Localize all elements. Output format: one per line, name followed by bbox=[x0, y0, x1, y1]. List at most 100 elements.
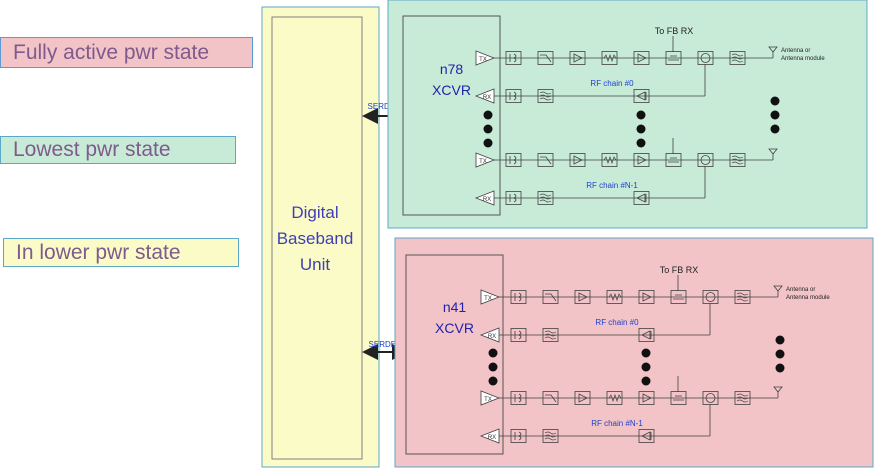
serdes-label-n41: SERDES bbox=[369, 340, 402, 349]
xcvr-band-label: n41 bbox=[443, 299, 467, 315]
rx-block-bal bbox=[505, 191, 522, 205]
tx-block-amp-symbol bbox=[578, 292, 588, 302]
tx-block-filt-symbol-1 bbox=[731, 158, 744, 162]
rx-block-filt-symbol-0 bbox=[544, 330, 557, 334]
rx-label: RX bbox=[483, 95, 491, 101]
ellipsis-dot bbox=[636, 124, 646, 134]
tx-block-bal bbox=[505, 153, 522, 167]
rx-block-filt-symbol-0 bbox=[544, 431, 557, 435]
tx-block-amp bbox=[633, 51, 650, 65]
ellipsis-dot bbox=[770, 124, 780, 134]
ellipsis-dot bbox=[775, 363, 785, 373]
tx-block-amp bbox=[638, 290, 655, 304]
tx-block-filt-symbol-1 bbox=[731, 56, 744, 60]
tx-block-amp bbox=[574, 290, 591, 304]
tx-block-lpf bbox=[537, 153, 554, 167]
rx-block-filt-symbol-2 bbox=[544, 336, 557, 340]
rx-block-bal bbox=[510, 429, 527, 443]
rx-block-bal bbox=[505, 89, 522, 103]
tx-block-amp-symbol bbox=[637, 155, 647, 165]
ellipsis-dot bbox=[641, 348, 651, 358]
antenna-icon bbox=[773, 386, 783, 398]
xcvr-band-label: n78 bbox=[440, 61, 464, 77]
xcvr-box bbox=[402, 15, 501, 216]
fb-rx-label: To FB RX bbox=[655, 26, 694, 36]
rx-block-filt-symbol-1 bbox=[544, 333, 557, 337]
ellipsis-dot bbox=[488, 376, 498, 386]
tx-block-filt-symbol-1 bbox=[736, 295, 749, 299]
tx-block-coup bbox=[670, 391, 687, 405]
antenna-icon bbox=[768, 46, 778, 58]
tx-block-amp-symbol bbox=[637, 53, 647, 63]
xcvr-type-label: XCVR bbox=[435, 320, 474, 336]
tx-port bbox=[480, 390, 501, 406]
tx-block-att bbox=[601, 153, 618, 167]
tx-block-amp bbox=[569, 51, 586, 65]
tx-block-amp-symbol bbox=[642, 292, 652, 302]
tx-block-att-symbol bbox=[603, 53, 617, 63]
rf-chain-last: TX RX RF chain #N-1 bbox=[479, 376, 783, 444]
tx-label: TX bbox=[484, 397, 492, 403]
rx-label: RX bbox=[488, 435, 496, 441]
tx-block-lpf bbox=[542, 290, 559, 304]
xcvr-type-label: XCVR bbox=[432, 82, 471, 98]
tx-block-bal-symbol bbox=[509, 53, 517, 63]
tx-block-filt-symbol-0 bbox=[736, 292, 749, 296]
antenna-icon bbox=[768, 148, 778, 160]
tx-block-coup-symbol bbox=[668, 157, 679, 163]
tx-block-att bbox=[606, 290, 623, 304]
tx-block-coup-symbol bbox=[673, 294, 684, 300]
rx-block-filt-symbol-0 bbox=[539, 193, 552, 197]
baseband-label-line3: Unit bbox=[300, 255, 331, 274]
tx-block-bal bbox=[510, 391, 527, 405]
serdes-label-n78: SERDES bbox=[368, 102, 401, 111]
tx-block-amp-symbol bbox=[642, 393, 652, 403]
tx-block-att-symbol bbox=[608, 292, 622, 302]
rx-block-bal-symbol bbox=[509, 193, 517, 203]
ellipsis-dot bbox=[483, 110, 493, 120]
ellipsis-dot bbox=[770, 110, 780, 120]
rx-block-lna bbox=[633, 191, 650, 205]
rx-block-lna bbox=[638, 429, 655, 443]
fb-rx-label: To FB RX bbox=[660, 265, 699, 275]
tx-port bbox=[475, 50, 496, 66]
tx-block-circ-symbol bbox=[705, 393, 716, 403]
tx-block-amp-symbol bbox=[573, 155, 583, 165]
tx-block-circ bbox=[697, 51, 714, 65]
tx-block-bal-symbol bbox=[514, 292, 522, 302]
tx-block-filt-symbol-2 bbox=[731, 161, 744, 165]
rx-block-filt-symbol-2 bbox=[539, 97, 552, 101]
rx-block-lna-symbol bbox=[641, 431, 651, 441]
ellipsis-dot bbox=[488, 362, 498, 372]
ellipsis-dot bbox=[488, 348, 498, 358]
rx-block-filt-symbol-1 bbox=[539, 94, 552, 98]
tx-block-coup bbox=[670, 290, 687, 304]
xcvr-panel-bg bbox=[394, 237, 874, 468]
rf-chain-label: RF chain #N-1 bbox=[591, 419, 643, 428]
tx-block-lpf bbox=[537, 51, 554, 65]
rx-block-filt bbox=[542, 328, 559, 342]
tx-block-lpf-symbol bbox=[545, 394, 557, 403]
legend-lower: In lower pwr state bbox=[3, 238, 239, 267]
rx-label: RX bbox=[488, 334, 496, 340]
rx-block-filt bbox=[537, 191, 554, 205]
ellipsis-dot bbox=[775, 335, 785, 345]
tx-block-filt-symbol-1 bbox=[736, 396, 749, 400]
rf-chain-label: RF chain #0 bbox=[590, 79, 634, 88]
ellipsis-dot bbox=[775, 349, 785, 359]
ellipsis-dot bbox=[770, 96, 780, 106]
tx-block-bal bbox=[510, 290, 527, 304]
rx-block-lna-symbol bbox=[636, 91, 646, 101]
tx-block-circ bbox=[702, 391, 719, 405]
tx-block-att-symbol bbox=[608, 393, 622, 403]
tx-block-filt-symbol-0 bbox=[731, 155, 744, 159]
tx-port bbox=[480, 289, 501, 305]
legend-lower-label: In lower pwr state bbox=[16, 240, 181, 264]
rx-block-lna bbox=[633, 89, 650, 103]
ellipsis-dot bbox=[636, 138, 646, 148]
rx-block-lna-symbol bbox=[641, 330, 651, 340]
tx-port bbox=[475, 152, 496, 168]
